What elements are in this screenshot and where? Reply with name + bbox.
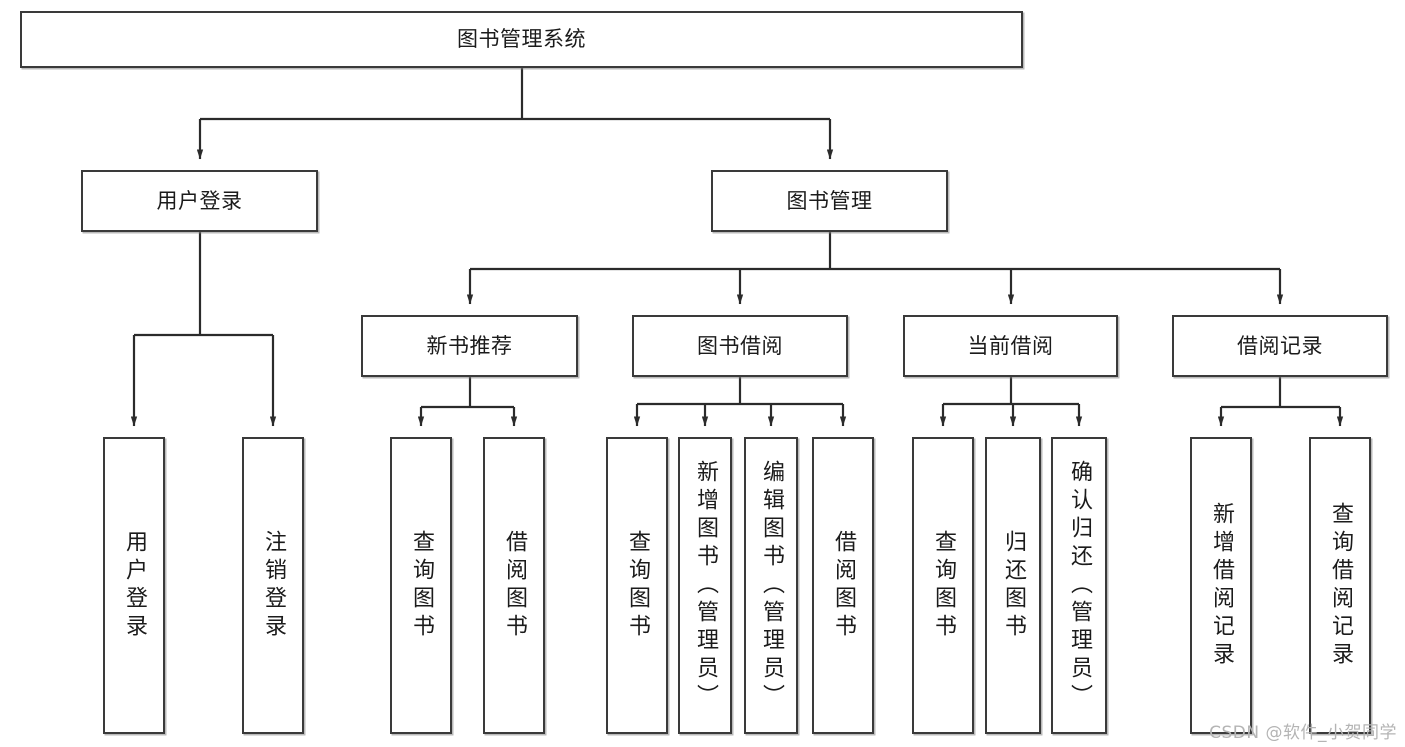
leaf-user-login[interactable]: 用户登录 (103, 437, 165, 734)
leaf-query-book-3[interactable]: 查询图书 (912, 437, 974, 734)
node-book-management-label: 图书管理 (786, 188, 873, 213)
node-borrow-record[interactable]: 借阅记录 (1172, 315, 1388, 377)
leaf-query-book-1-label: 查询图书 (409, 529, 434, 642)
leaf-query-book-2[interactable]: 查询图书 (606, 437, 668, 734)
leaf-user-login-label: 用户登录 (122, 529, 147, 642)
leaf-borrow-book-2[interactable]: 借阅图书 (812, 437, 874, 734)
node-new-book-recommend-label: 新书推荐 (426, 333, 513, 358)
leaf-add-book-label: 新增图书（管理员） (693, 459, 718, 712)
leaf-query-book-3-label: 查询图书 (931, 529, 956, 642)
leaf-borrow-book-1[interactable]: 借阅图书 (483, 437, 545, 734)
watermark: CSDN @软件_小贺同学 (1209, 723, 1397, 743)
leaf-borrow-book-1-label: 借阅图书 (502, 529, 527, 642)
node-book-borrow-label: 图书借阅 (697, 333, 783, 358)
leaf-query-book-2-label: 查询图书 (625, 529, 650, 642)
leaf-add-book[interactable]: 新增图书（管理员） (678, 437, 732, 734)
node-borrow-record-label: 借阅记录 (1237, 333, 1323, 358)
node-current-borrow-label: 当前借阅 (967, 333, 1054, 358)
leaf-query-borrow-record[interactable]: 查询借阅记录 (1309, 437, 1371, 734)
node-root-label: 图书管理系统 (457, 27, 586, 52)
leaf-query-borrow-record-label: 查询借阅记录 (1328, 501, 1353, 670)
node-book-management[interactable]: 图书管理 (711, 170, 948, 232)
leaf-add-borrow-record[interactable]: 新增借阅记录 (1190, 437, 1252, 734)
leaf-confirm-return-label: 确认归还（管理员） (1067, 459, 1092, 712)
node-current-borrow[interactable]: 当前借阅 (903, 315, 1118, 377)
leaf-return-book-label: 归还图书 (1001, 529, 1026, 642)
node-user-login[interactable]: 用户登录 (81, 170, 318, 232)
leaf-borrow-book-2-label: 借阅图书 (831, 529, 856, 642)
leaf-edit-book-label: 编辑图书（管理员） (759, 459, 784, 712)
leaf-add-borrow-record-label: 新增借阅记录 (1209, 501, 1234, 670)
leaf-return-book[interactable]: 归还图书 (985, 437, 1041, 734)
node-root[interactable]: 图书管理系统 (20, 11, 1023, 68)
leaf-logout[interactable]: 注销登录 (242, 437, 304, 734)
leaf-logout-label: 注销登录 (261, 529, 286, 642)
node-book-borrow[interactable]: 图书借阅 (632, 315, 848, 377)
node-new-book-recommend[interactable]: 新书推荐 (361, 315, 578, 377)
leaf-edit-book[interactable]: 编辑图书（管理员） (744, 437, 798, 734)
leaf-query-book-1[interactable]: 查询图书 (390, 437, 452, 734)
leaf-confirm-return[interactable]: 确认归还（管理员） (1051, 437, 1107, 734)
node-user-login-label: 用户登录 (156, 188, 243, 213)
